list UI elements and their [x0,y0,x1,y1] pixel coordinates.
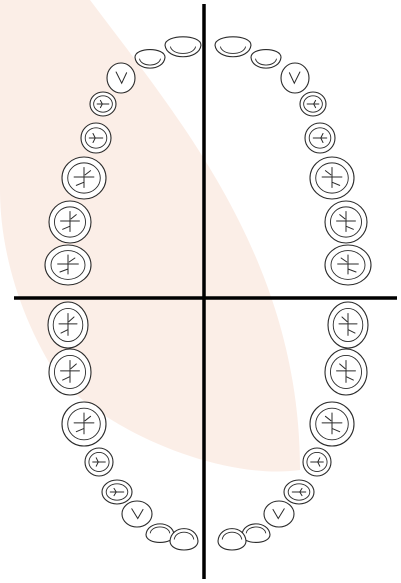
tooth-lower-left-1[interactable] [48,302,88,348]
tooth-upper-left-1[interactable] [165,37,201,57]
tooth-upper-right-5[interactable] [305,123,335,153]
highlight-region [0,0,300,472]
tooth-upper-left-3[interactable] [107,63,135,93]
tooth-lower-right-2[interactable] [325,349,367,395]
tooth-upper-right-8[interactable] [325,245,371,285]
tooth-upper-left-6[interactable] [62,157,106,199]
tooth-upper-left-2[interactable] [135,50,165,69]
tooth-lower-right-8[interactable] [218,529,246,550]
tooth-upper-right-1[interactable] [215,37,251,57]
tooth-upper-left-7[interactable] [49,201,91,243]
tooth-lower-right-3[interactable] [310,402,354,446]
tooth-lower-right-6[interactable] [264,501,294,527]
tooth-lower-right-1[interactable] [328,302,368,348]
tooth-lower-left-3[interactable] [62,402,106,446]
tooth-lower-left-2[interactable] [49,349,91,395]
tooth-upper-left-4[interactable] [90,92,116,116]
tooth-upper-right-2[interactable] [251,50,281,69]
tooth-lower-left-6[interactable] [122,501,152,527]
tooth-upper-right-6[interactable] [310,157,354,199]
tooth-upper-left-8[interactable] [45,245,91,285]
tooth-lower-right-4[interactable] [303,448,331,476]
tooth-upper-right-3[interactable] [281,63,309,93]
tooth-lower-left-4[interactable] [85,448,113,476]
tooth-upper-left-5[interactable] [81,123,111,153]
tooth-upper-right-4[interactable] [300,92,326,116]
tooth-lower-left-8[interactable] [170,529,198,550]
tooth-lower-left-5[interactable] [102,480,132,504]
tooth-lower-right-5[interactable] [284,480,314,504]
tooth-upper-right-7[interactable] [325,201,367,243]
